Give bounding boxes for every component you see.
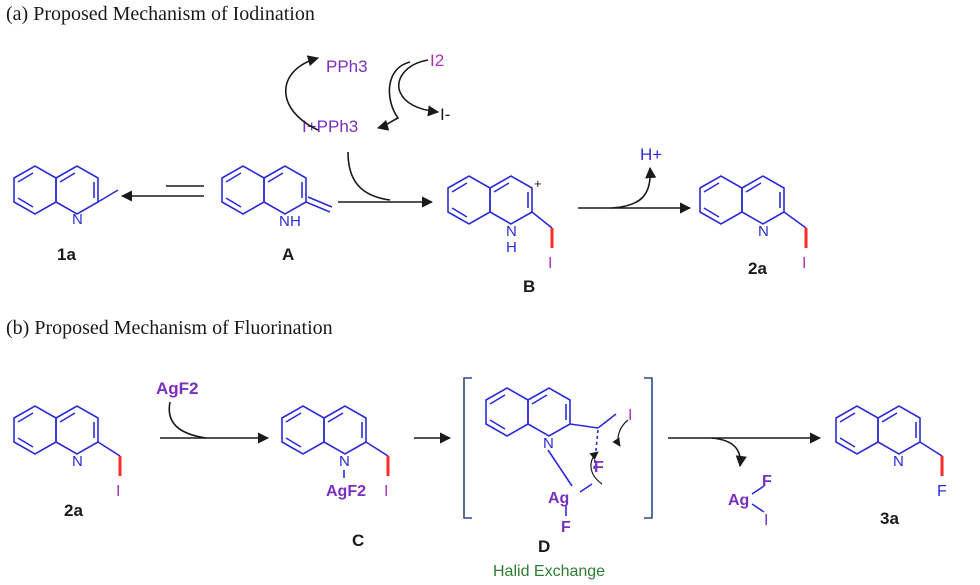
compound-3a xyxy=(835,405,943,457)
atom-f-bottom-D: F xyxy=(561,519,571,536)
agfi-ag: Ag xyxy=(728,492,749,509)
atom-i-2a-b: I xyxy=(116,483,120,500)
byproduct-agfi xyxy=(751,485,765,513)
label-C: C xyxy=(352,531,364,550)
hplus-label: H+ xyxy=(640,145,662,164)
bracket-right xyxy=(644,377,653,519)
iplus-pph3-label: I+PPh3 xyxy=(302,117,358,136)
halid-exchange-caption: Halid Exchange xyxy=(493,563,605,580)
atom-i-B: I xyxy=(548,255,552,272)
compound-A xyxy=(221,165,333,215)
atom-n-2a-b: N xyxy=(72,453,83,470)
atom-ag-D: Ag xyxy=(548,490,569,507)
label-3a: 3a xyxy=(880,509,899,528)
atom-n-1a: N xyxy=(72,211,83,228)
compound-2a xyxy=(699,175,807,229)
hplus-release-arrow xyxy=(611,166,657,209)
agf2-C: AgF2 xyxy=(326,483,366,500)
compound-B xyxy=(447,175,553,229)
compound-2a-b xyxy=(13,405,121,457)
atom-h-A: H xyxy=(290,213,301,230)
label-2a-top: 2a xyxy=(748,259,767,278)
atom-n-C: N xyxy=(339,453,350,470)
compound-C xyxy=(281,405,389,457)
atom-i-D: I xyxy=(628,407,632,424)
atom-n-D: N xyxy=(543,435,554,452)
reagent-join-arrow xyxy=(347,151,391,201)
plus-B: + xyxy=(534,176,542,191)
electron-arrow-2 xyxy=(589,451,603,485)
bracket-left xyxy=(463,377,472,519)
agfi-f: F xyxy=(762,473,772,490)
iodine-in-arrow xyxy=(398,59,440,117)
label-1a: 1a xyxy=(57,245,76,264)
atom-i-C: I xyxy=(384,483,388,500)
atom-i-2a: I xyxy=(802,255,806,272)
label-A: A xyxy=(282,245,294,264)
label-D: D xyxy=(538,537,550,556)
atom-n-2a: N xyxy=(758,223,769,240)
label-2a-bottom: 2a xyxy=(64,501,83,520)
cycle-arrow-left xyxy=(284,55,320,131)
atom-h-B: H xyxy=(506,239,517,256)
iodide-label: I- xyxy=(440,105,450,124)
part-a-heading: (a) Proposed Mechanism of Iodination xyxy=(6,3,315,25)
agfi-i: I xyxy=(764,512,768,529)
atom-n-B: N xyxy=(506,223,517,240)
bond-AgF-D xyxy=(579,483,593,493)
compound-D xyxy=(485,387,617,487)
atom-f-3a: F xyxy=(937,483,947,500)
agfi-release-arrow xyxy=(711,437,747,468)
bond-CF-D xyxy=(593,429,599,471)
agf2-reagent: AgF2 xyxy=(156,379,199,398)
part-b-heading: (b) Proposed Mechanism of Fluorination xyxy=(6,317,333,339)
atom-nh-A: N xyxy=(279,213,290,230)
i2-label: I2 xyxy=(430,51,444,70)
label-B: B xyxy=(523,277,535,296)
atom-f-top-D: F xyxy=(594,459,604,476)
pph3-label: PPh3 xyxy=(326,57,368,76)
compound-1a xyxy=(13,165,119,215)
agf2-in-arrow xyxy=(168,401,207,439)
atom-n-3a: N xyxy=(893,453,904,470)
electron-arrow-1 xyxy=(612,419,629,447)
cycle-arrow-right xyxy=(376,61,411,131)
